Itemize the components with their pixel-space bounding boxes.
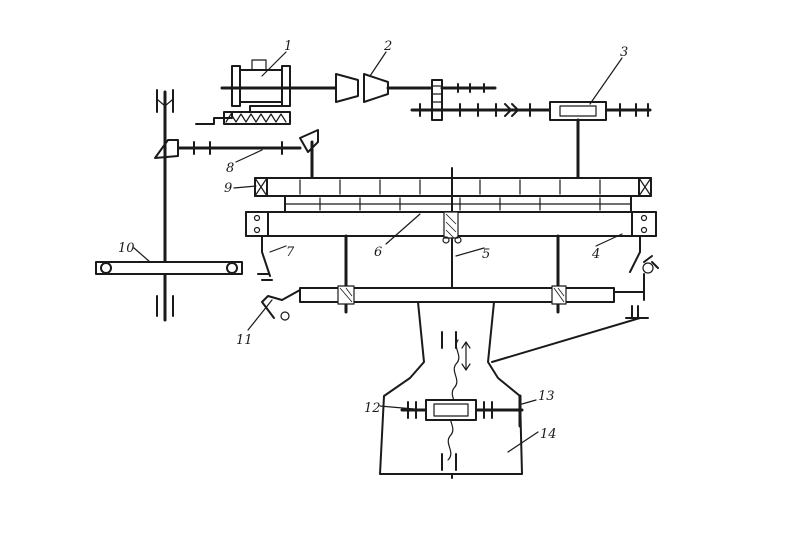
label-4: 4 [591,247,600,262]
motor [220,59,347,125]
label-13: 13 [538,389,555,404]
gear-train [410,79,652,121]
label-1: 1 [284,39,292,54]
label-9: 9 [224,181,232,196]
label-3: 3 [620,45,628,60]
end-blocks [254,177,652,197]
lever [257,273,301,321]
label-5: 5 [482,247,490,262]
callout-labels: 1 2 3 4 5 6 7 8 9 10 11 12 13 14 [118,39,628,442]
coupling [335,73,432,103]
leader-lines [133,51,623,453]
left-vertical-shaft [156,89,174,322]
label-8: 8 [226,161,234,176]
label-12: 12 [364,401,381,416]
label-7: 7 [286,245,295,260]
label-6: 6 [374,245,382,260]
label-11: 11 [236,333,253,348]
upper-shaft [154,105,319,210]
label-14: 14 [540,427,557,442]
handwheel-shaft [95,261,243,275]
column [379,301,641,475]
label-10: 10 [118,241,135,256]
label-2: 2 [383,39,392,54]
